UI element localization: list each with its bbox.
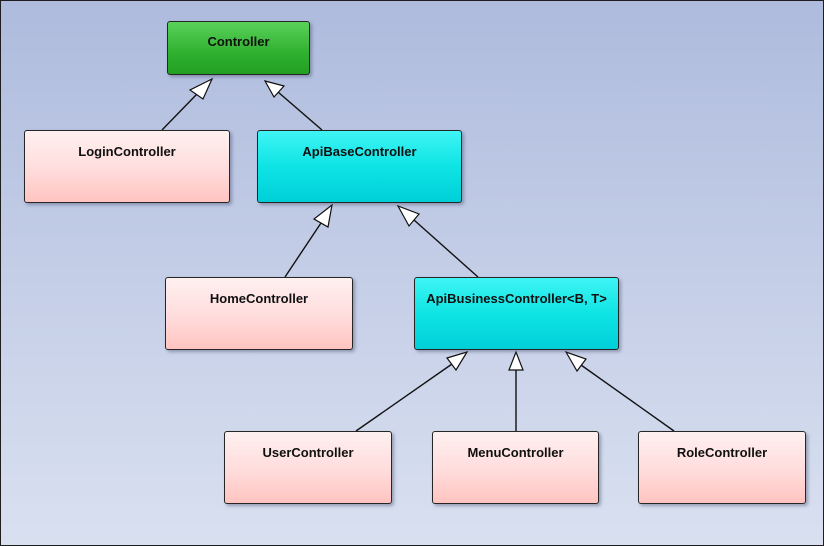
edge-menu-apibusiness <box>508 350 524 431</box>
inheritance-arrowhead <box>312 203 333 228</box>
edge-apibusiness-apibase <box>396 204 479 278</box>
class-node-controller[interactable]: Controller <box>167 21 310 75</box>
class-node-login-controller[interactable]: LoginController <box>24 130 230 203</box>
class-node-user-controller[interactable]: UserController <box>224 431 392 504</box>
class-node-role-controller[interactable]: RoleController <box>638 431 806 504</box>
inheritance-arrowhead <box>263 80 286 99</box>
class-label: UserController <box>262 445 354 460</box>
inheritance-arrowhead <box>446 350 469 372</box>
class-label: RoleController <box>676 445 768 460</box>
class-label: Controller <box>207 34 270 49</box>
class-node-api-base-controller[interactable]: ApiBaseController <box>257 130 462 203</box>
inheritance-arrowhead <box>508 350 524 371</box>
class-node-home-controller[interactable]: HomeController <box>165 277 353 350</box>
class-node-api-business-controller[interactable]: ApiBusinessController<B, T> <box>414 277 619 350</box>
edge-user-apibusiness <box>355 350 469 432</box>
inheritance-arrowhead <box>396 204 420 228</box>
class-node-menu-controller[interactable]: MenuController <box>432 431 599 504</box>
inheritance-arrowhead <box>188 77 214 100</box>
edge-home-apibase <box>284 203 333 278</box>
edge-apibase-controller <box>263 80 323 131</box>
class-label: ApiBaseController <box>302 144 417 159</box>
class-label: ApiBusinessController<B, T> <box>426 291 607 306</box>
inheritance-arrowhead <box>564 350 587 373</box>
class-label: LoginController <box>78 144 176 159</box>
class-label: MenuController <box>467 445 564 460</box>
class-label: HomeController <box>209 291 309 306</box>
edge-role-apibusiness <box>564 350 675 432</box>
edge-login-controller <box>161 77 214 131</box>
